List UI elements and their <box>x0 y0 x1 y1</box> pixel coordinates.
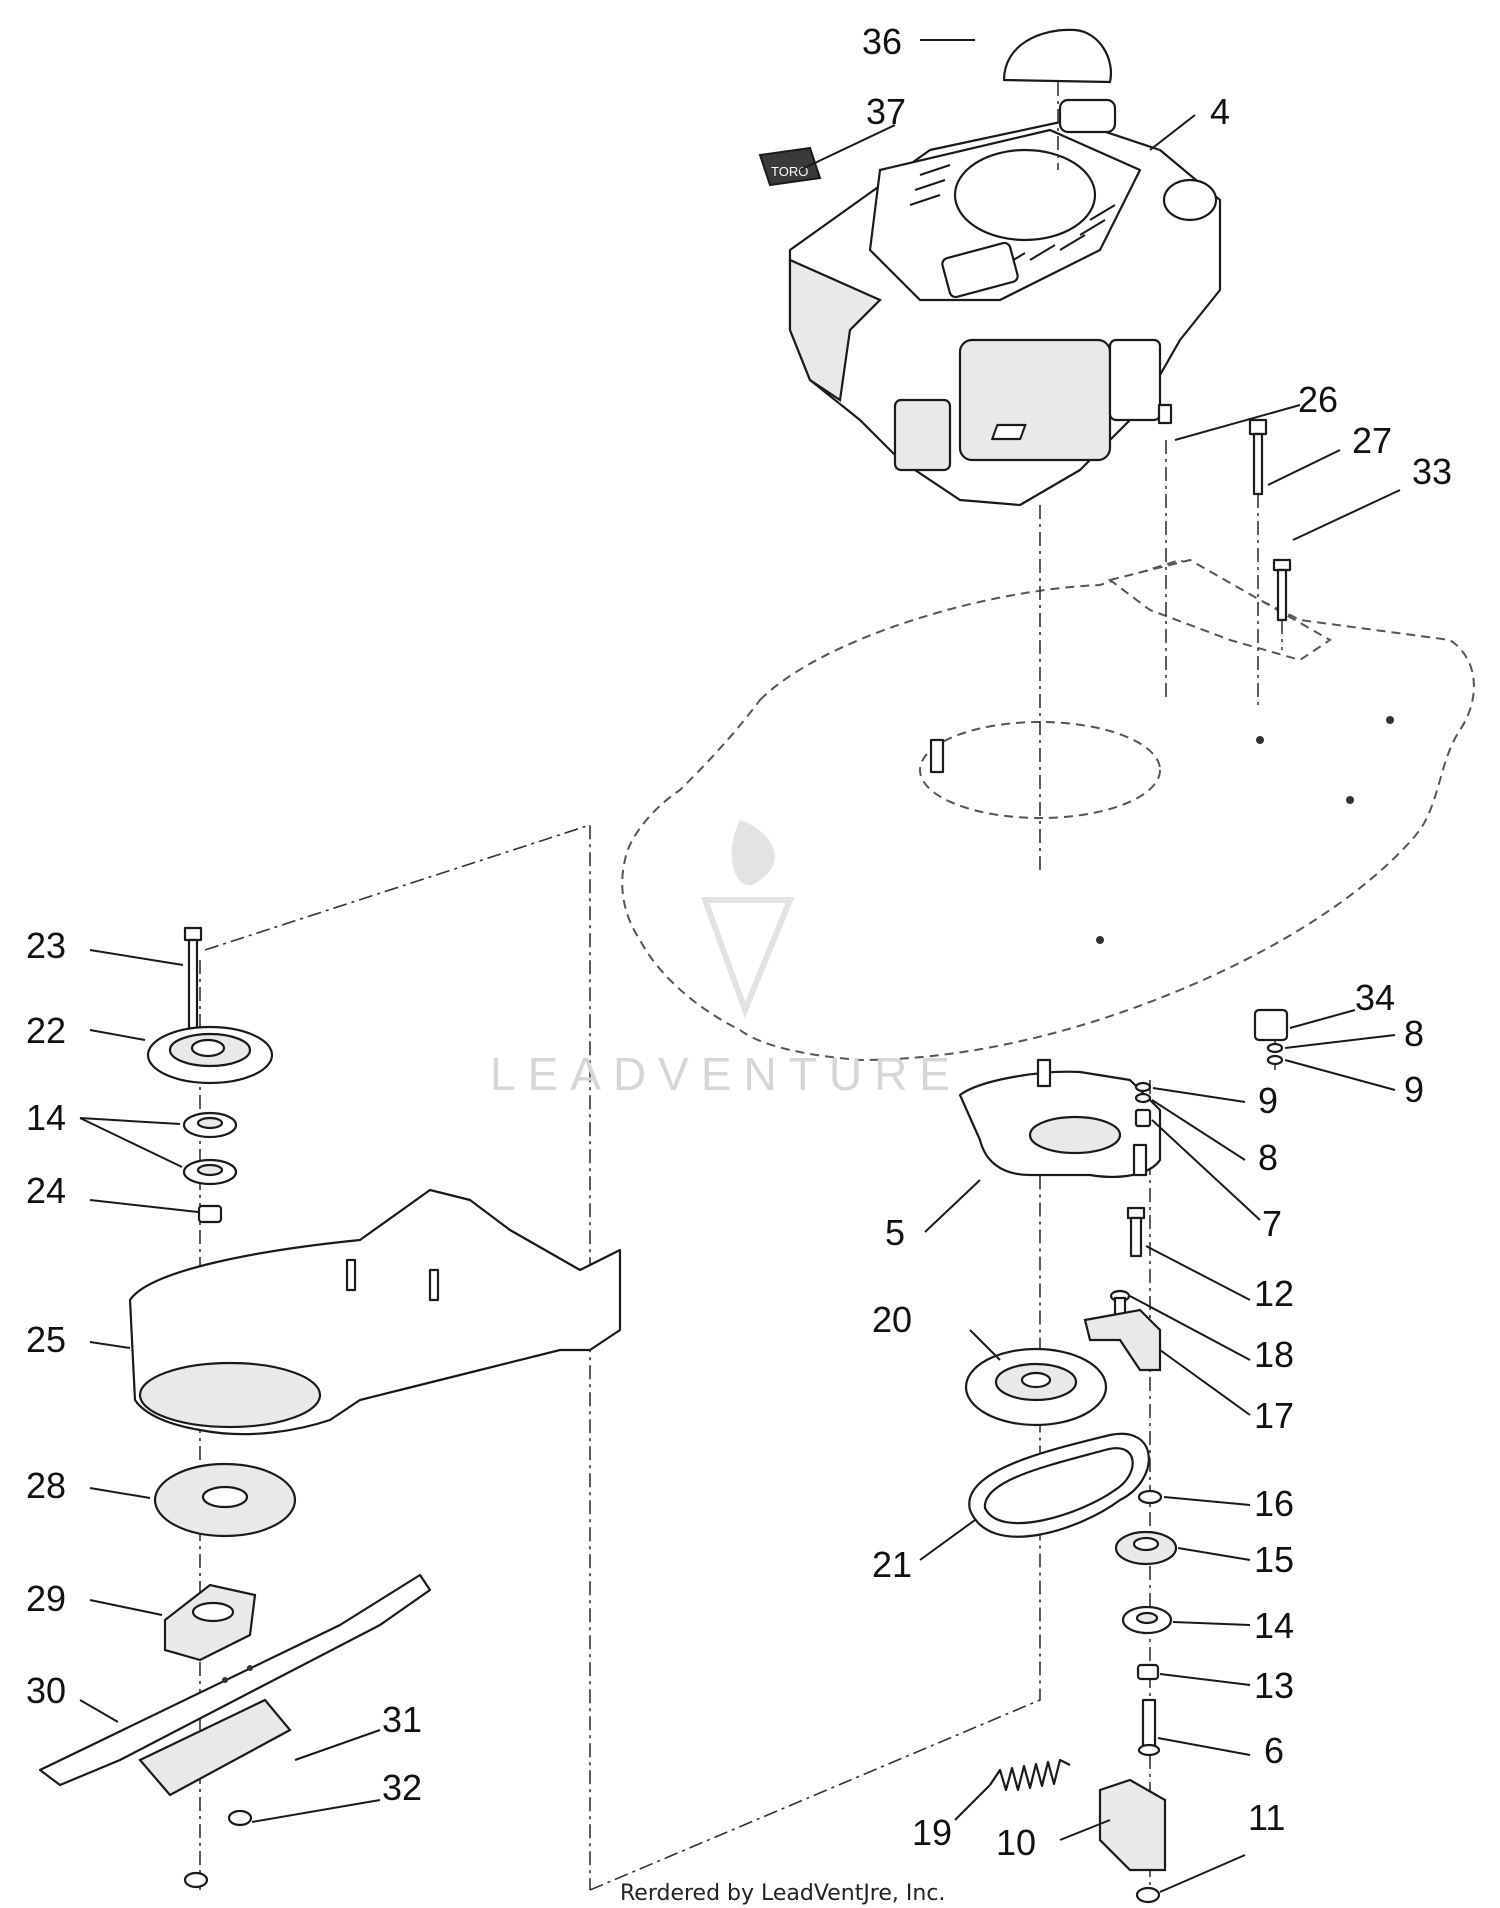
part-36-handle-cover <box>1002 28 1113 84</box>
part-27-bolt <box>1248 418 1268 710</box>
carburetor <box>893 398 952 472</box>
part-10-idler-mount-bracket <box>1098 1778 1167 1872</box>
callout-17: 17 <box>1254 1395 1294 1436</box>
part-19-spring <box>989 1758 1071 1792</box>
part-13-nut <box>1136 1663 1160 1681</box>
part-14-bearing-lower <box>182 1158 238 1186</box>
leader-lines <box>79 39 1401 1893</box>
callout-8-right: 8 <box>1404 1013 1424 1054</box>
callout-7: 7 <box>1262 1203 1282 1244</box>
part-30-blade <box>38 1573 432 1787</box>
part-26-bolt <box>991 403 1173 700</box>
callout-18: 18 <box>1254 1334 1294 1375</box>
part-14-bearing-right <box>1121 1605 1173 1635</box>
callout-23: 23 <box>26 925 66 966</box>
callout-6: 6 <box>1264 1730 1284 1771</box>
callout-32: 32 <box>382 1767 422 1808</box>
callout-21: 21 <box>872 1544 912 1585</box>
part-25-belt-cover <box>128 1188 622 1436</box>
callout-9: 9 <box>1258 1080 1278 1121</box>
callout-29: 29 <box>26 1578 66 1619</box>
callout-13: 13 <box>1254 1665 1294 1706</box>
part-15-bearing-housing <box>1114 1530 1178 1566</box>
callout-22: 22 <box>26 1010 66 1051</box>
callout-16: 16 <box>1254 1483 1294 1524</box>
callout-34: 34 <box>1355 977 1395 1018</box>
part-37-decal: TORO <box>758 146 822 187</box>
callout-20: 20 <box>872 1299 912 1340</box>
part-28-blade-adapter <box>153 1462 297 1538</box>
watermark: LEADVENTURE <box>490 820 962 1100</box>
air-filter-housing <box>958 338 1112 462</box>
callout-36: 36 <box>862 21 902 62</box>
part-17-bracket <box>1083 1308 1162 1372</box>
part-23-bolt <box>183 926 203 1042</box>
part-16-washer <box>1137 1489 1163 1505</box>
callout-30: 30 <box>26 1670 66 1711</box>
callout-12: 12 <box>1254 1273 1294 1314</box>
callout-27: 27 <box>1352 420 1392 461</box>
part-11-nut <box>1135 1886 1161 1904</box>
engine-cooling-vents <box>909 164 1116 269</box>
part-24-nut <box>197 1204 223 1224</box>
part-34-spacer <box>1253 1008 1289 1066</box>
callout-24: 24 <box>26 1170 66 1211</box>
part-22-pulley <box>146 1025 274 1085</box>
part-14-bearing-upper <box>182 1111 238 1139</box>
watermark-text: LEADVENTURE <box>490 1048 962 1100</box>
mower-deck <box>621 558 1475 1062</box>
callout-15: 15 <box>1254 1539 1294 1580</box>
callout-11: 11 <box>1248 1797 1285 1838</box>
callout-28: 28 <box>26 1465 66 1506</box>
part-29-blade-hub <box>163 1583 257 1662</box>
part-21-drive-belt <box>968 1432 1150 1538</box>
callout-33: 33 <box>1412 451 1452 492</box>
part-18-bolt <box>1109 1289 1131 1322</box>
callout-37: 37 <box>866 91 906 132</box>
handle-bracket <box>1058 98 1117 134</box>
callout-14-left: 14 <box>26 1097 66 1138</box>
part-5-idler-arm <box>958 1058 1162 1178</box>
part-31-blade-stiffener <box>138 1698 292 1797</box>
callout-19: 19 <box>912 1812 952 1853</box>
part-33-bolt <box>1272 558 1292 650</box>
callout-8: 8 <box>1258 1137 1278 1178</box>
callout-25: 25 <box>26 1319 66 1360</box>
decal-logo-text: TORO <box>771 164 808 179</box>
callout-31: 31 <box>382 1699 422 1740</box>
part-6-pivot-pin <box>1137 1698 1161 1757</box>
part-9-8-7-hardware <box>1134 1081 1152 1128</box>
part-12-bolt <box>1126 1206 1146 1258</box>
callout-26: 26 <box>1298 379 1338 420</box>
callout-labels: 36 37 4 26 27 33 23 22 14 24 25 28 29 30… <box>26 21 1452 1863</box>
callout-4: 4 <box>1210 91 1230 132</box>
callout-9-right: 9 <box>1404 1069 1424 1110</box>
oil-fill-cap <box>1162 178 1218 222</box>
footer-credit: Rerdered by LeadVentJre, Inc. <box>620 1881 945 1906</box>
callout-5: 5 <box>885 1212 905 1253</box>
part-32-nuts <box>183 1809 253 1889</box>
callout-10: 10 <box>996 1822 1036 1863</box>
part-20-idler-pulley <box>964 1347 1108 1427</box>
callout-14-right: 14 <box>1254 1605 1294 1646</box>
